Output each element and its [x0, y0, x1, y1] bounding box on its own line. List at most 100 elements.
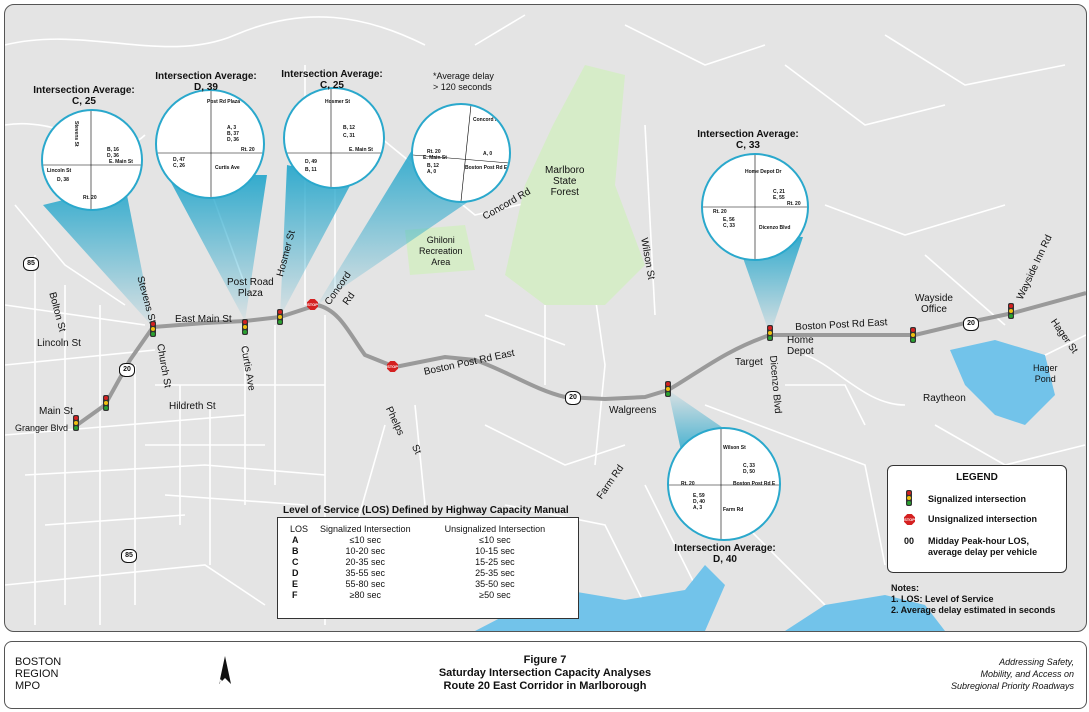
legend-title: LEGEND	[956, 472, 998, 483]
label-home-depot: Home Depot	[787, 335, 814, 357]
notes-title: Notes:	[891, 583, 920, 593]
los-header: Signalized Intersection	[320, 524, 411, 534]
figure-number: Figure 7	[523, 654, 567, 666]
label-ghiloni: Ghiloni Recreation Area	[419, 235, 463, 267]
c5-street-2: Dicenzo Blvd	[759, 225, 791, 231]
c4-val-1: A, 0	[483, 151, 493, 157]
c4-street-3: Boston Post Rd E	[465, 165, 508, 171]
c3-val-2: C, 31	[343, 133, 355, 139]
north-label: N	[219, 678, 226, 688]
legend-signalized: Signalized intersection	[928, 494, 1027, 504]
map-canvas: Stevens St Lincoln St E. Main St B, 16 D…	[4, 4, 1087, 632]
c4-street-1: Concord Rd	[473, 117, 502, 123]
c5-val-4: C, 33	[723, 223, 735, 229]
c6-val-3: E, 59	[693, 493, 705, 499]
intersection-circle-curtis: Post Rd Plaza Curtis Ave Rt. 20 A, 3 B, …	[155, 89, 265, 199]
c4-route: Rt. 20	[427, 149, 441, 155]
c3-val-3: D, 49	[305, 159, 317, 165]
notes: Notes: 1. LOS: Level of Service 2. Avera…	[891, 583, 1055, 616]
label-raytheon: Raytheon	[923, 393, 966, 404]
los-grade: D	[292, 568, 299, 578]
los-grade: B	[292, 546, 299, 556]
signal-icon	[665, 381, 671, 397]
table-row: D 35-55 sec 25-35 sec	[284, 568, 551, 579]
c6-val-2: D, 50	[743, 469, 755, 475]
los-signalized: 55-80 sec	[345, 579, 386, 589]
c5-route-2: Rt. 20	[787, 201, 801, 207]
c3-street-1: Hosmer St	[325, 99, 351, 105]
intersection-average-curtis: Intersection Average:D, 39	[155, 71, 257, 93]
figure-title-2: Route 20 East Corridor in Marlborough	[443, 680, 647, 692]
c6-street-2: Farm Rd	[723, 507, 744, 513]
figure-title-1: Saturday Intersection Capacity Analyses	[438, 667, 652, 679]
los-unsignalized: 25-35 sec	[475, 568, 515, 578]
c3-val-1: B, 12	[343, 125, 355, 131]
los-header-row: LOS Signalized Intersection Unsignalized…	[284, 524, 551, 535]
c5-street-1: Home Depot Dr	[745, 169, 782, 175]
los-unsignalized: ≥50 sec	[479, 590, 511, 600]
los-signalized: 10-20 sec	[345, 546, 386, 556]
c1-route: Rt. 20	[83, 195, 97, 201]
c6-street-1: Wilson St	[723, 445, 746, 451]
c1-street-3: E. Main St	[109, 159, 133, 165]
label-post-road-plaza: Post Road Plaza	[227, 277, 274, 299]
label-lincoln-st: Lincoln St	[37, 338, 81, 349]
c2-route: Rt. 20	[241, 147, 255, 153]
signal-icon	[73, 415, 79, 431]
route-20-corridor	[75, 291, 1086, 427]
label-granger-blvd: Granger Blvd	[15, 423, 69, 433]
callout-cone-hosmer	[280, 165, 353, 317]
c2-val-1: A, 3	[227, 125, 237, 131]
c6-val-1: C, 33	[743, 463, 755, 469]
los-unsignalized: 15-25 sec	[475, 557, 515, 567]
los-grade: A	[292, 535, 299, 545]
intersection-average-dicenzo: Intersection Average:C, 33	[697, 129, 799, 151]
los-unsignalized: 10-15 sec	[475, 546, 515, 556]
c1-val-2: D, 36	[107, 153, 119, 159]
intersection-circle-hosmer: Hosmer St E. Main St B, 12 C, 31 D, 49 B…	[283, 87, 385, 189]
route-85-shield: 85	[23, 257, 39, 271]
label-wayside-office: Wayside Office	[915, 293, 953, 315]
los-grade: F	[292, 590, 298, 600]
north-arrow-icon: N	[215, 654, 235, 694]
table-row: A≤10 sec≤10 sec	[284, 535, 551, 546]
label-target: Target	[735, 357, 763, 368]
label-hildreth-st: Hildreth St	[169, 401, 216, 412]
signal-icon	[1008, 303, 1014, 319]
los-header: LOS	[290, 524, 309, 534]
c2-val-2: B, 37	[227, 131, 239, 137]
c5-val-1: C, 21	[773, 189, 785, 195]
route-20-shield: 20	[119, 363, 135, 377]
c2-street-1: Post Rd Plaza	[207, 99, 241, 105]
stop-sign-icon: STOP	[387, 361, 398, 372]
los-table-title: Level of Service (LOS) Defined by Highwa…	[283, 505, 569, 516]
ghiloni-area	[405, 225, 475, 275]
route-20-shield: 20	[565, 391, 581, 405]
los-signalized: 35-55 sec	[345, 568, 386, 578]
footer-tagline: Addressing Safety, Mobility, and Access …	[950, 657, 1074, 691]
org-name: BOSTON REGION MPO	[15, 656, 62, 692]
c4-val-3: A, 0	[427, 169, 437, 175]
marlboro-state-forest-area	[505, 65, 645, 305]
label-hager-pond: Hager Pond	[1033, 363, 1058, 384]
label-marlboro-forest: Marlboro State Forest	[545, 165, 585, 198]
hager-pond-water	[950, 340, 1055, 425]
signal-icon	[910, 327, 916, 343]
c6-route: Rt. 20	[681, 481, 695, 487]
table-row: B 10-20 sec 10-15 sec	[284, 546, 551, 557]
c3-street-2: E. Main St	[349, 147, 373, 153]
figure-footer: BOSTON REGION MPO N Figure 7 Saturday In…	[4, 641, 1087, 709]
c2-val-4: D, 47	[173, 157, 185, 163]
los-signalized: 20-35 sec	[345, 557, 386, 567]
legend-box: LEGEND Signalized intersection STOP Unsi…	[887, 465, 1067, 573]
signal-icon	[150, 321, 156, 337]
notes-item: 2. Average delay estimated in seconds	[891, 605, 1056, 615]
c6-street-3: Boston Post Rd E	[733, 481, 776, 487]
intersection-circle-dicenzo: Home Depot Dr Dicenzo Blvd Rt. 20 Rt. 20…	[701, 153, 809, 261]
intersection-average-hosmer: Intersection Average:C, 25	[281, 69, 383, 91]
c4-street-2: E. Main St	[423, 155, 447, 161]
intersection-circle-wilson: Wilson St Farm Rd Boston Post Rd E Rt. 2…	[667, 427, 781, 541]
c6-val-5: A, 3	[693, 505, 703, 511]
los-grade: E	[292, 579, 299, 589]
